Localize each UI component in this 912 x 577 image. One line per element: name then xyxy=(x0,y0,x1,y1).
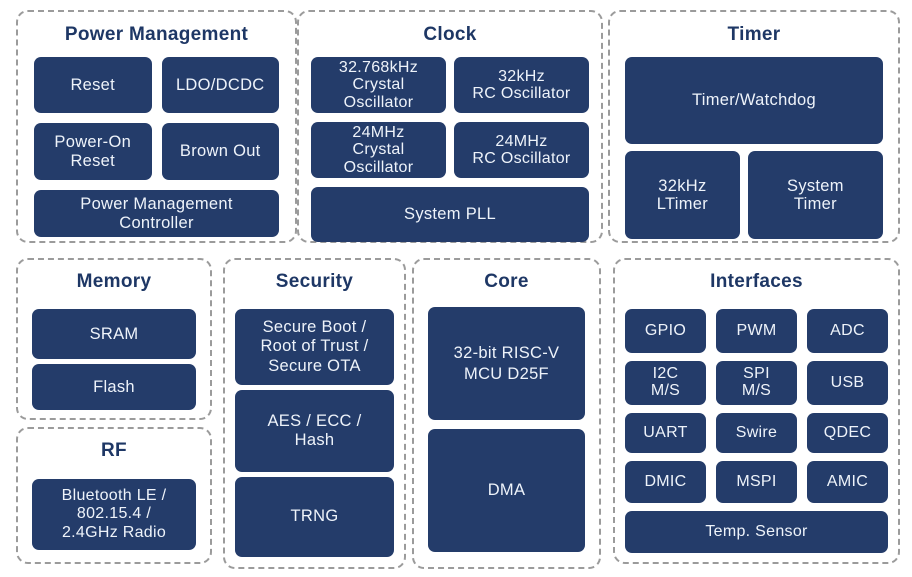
block-system-timer: System Timer xyxy=(747,151,883,239)
block-temp-sensor: Temp. Sensor xyxy=(625,511,888,553)
block-grid: GPIO PWM ADC I2C M/S SPI M/S USB UART Sw… xyxy=(615,309,898,553)
block-reset: Reset xyxy=(34,57,152,113)
block-timer-watchdog: Timer/Watchdog xyxy=(625,57,883,144)
group-timer: Timer Timer/Watchdog 32kHz LTimer System… xyxy=(608,10,900,243)
block-sram: SRAM xyxy=(32,309,196,359)
block-mspi: MSPI xyxy=(716,461,797,503)
block-amic: AMIC xyxy=(807,461,888,503)
group-rf: RF Bluetooth LE / 802.15.4 / 2.4GHz Radi… xyxy=(16,427,212,564)
group-title: Timer xyxy=(727,24,781,45)
block-swire: Swire xyxy=(716,413,797,453)
group-title: Interfaces xyxy=(710,271,803,292)
block-32768khz-crystal-oscillator: 32.768kHz Crystal Oscillator xyxy=(311,57,446,113)
group-memory: Memory SRAM Flash xyxy=(16,258,212,420)
block-gpio: GPIO xyxy=(625,309,706,353)
group-title: Core xyxy=(484,271,529,292)
block-pwm: PWM xyxy=(716,309,797,353)
block-system-pll: System PLL xyxy=(311,187,589,242)
group-clock: Clock 32.768kHz Crystal Oscillator 32kHz… xyxy=(297,10,603,243)
group-title: Memory xyxy=(76,271,152,292)
block-power-management-controller: Power Management Controller xyxy=(34,190,279,237)
block-grid: 32.768kHz Crystal Oscillator 32kHz RC Os… xyxy=(299,57,601,242)
block-grid: 32-bit RISC-V MCU D25F DMA xyxy=(414,307,599,552)
group-title: Power Management xyxy=(64,24,249,45)
block-32khz-rc-oscillator: 32kHz RC Oscillator xyxy=(454,57,589,113)
block-usb: USB xyxy=(807,361,888,405)
group-title: Security xyxy=(275,271,354,292)
group-interfaces: Interfaces GPIO PWM ADC I2C M/S SPI M/S … xyxy=(613,258,900,564)
block-grid: Reset LDO/DCDC Power-On Reset Brown Out … xyxy=(18,57,295,237)
block-grid: Timer/Watchdog 32kHz LTimer System Timer xyxy=(610,57,898,239)
block-24mhz-rc-oscillator: 24MHz RC Oscillator xyxy=(454,122,589,178)
block-secure-boot: Secure Boot / Root of Trust / Secure OTA xyxy=(235,309,394,385)
group-power-management: Power Management Reset LDO/DCDC Power-On… xyxy=(16,10,297,243)
block-qdec: QDEC xyxy=(807,413,888,453)
block-32khz-ltimer: 32kHz LTimer xyxy=(625,151,740,239)
group-title: RF xyxy=(101,440,127,461)
group-core: Core 32-bit RISC-V MCU D25F DMA xyxy=(412,258,601,569)
block-aes-ecc-hash: AES / ECC / Hash xyxy=(235,390,394,472)
block-grid: SRAM Flash xyxy=(18,309,210,410)
block-bluetooth-radio: Bluetooth LE / 802.15.4 / 2.4GHz Radio xyxy=(32,479,196,550)
block-power-on-reset: Power-On Reset xyxy=(34,123,152,180)
block-24mhz-crystal-oscillator: 24MHz Crystal Oscillator xyxy=(311,122,446,178)
group-security: Security Secure Boot / Root of Trust / S… xyxy=(223,258,406,569)
group-title: Clock xyxy=(423,24,477,45)
block-uart: UART xyxy=(625,413,706,453)
block-grid: Secure Boot / Root of Trust / Secure OTA… xyxy=(225,309,404,557)
block-i2c-ms: I2C M/S xyxy=(625,361,706,405)
block-adc: ADC xyxy=(807,309,888,353)
block-flash: Flash xyxy=(32,364,196,410)
block-spi-ms: SPI M/S xyxy=(716,361,797,405)
block-grid: Bluetooth LE / 802.15.4 / 2.4GHz Radio xyxy=(18,479,210,550)
block-dma: DMA xyxy=(428,429,585,552)
block-riscv-mcu: 32-bit RISC-V MCU D25F xyxy=(428,307,585,420)
block-trng: TRNG xyxy=(235,477,394,557)
block-ldo-dcdc: LDO/DCDC xyxy=(161,57,279,113)
block-dmic: DMIC xyxy=(625,461,706,503)
block-brown-out: Brown Out xyxy=(161,123,279,180)
